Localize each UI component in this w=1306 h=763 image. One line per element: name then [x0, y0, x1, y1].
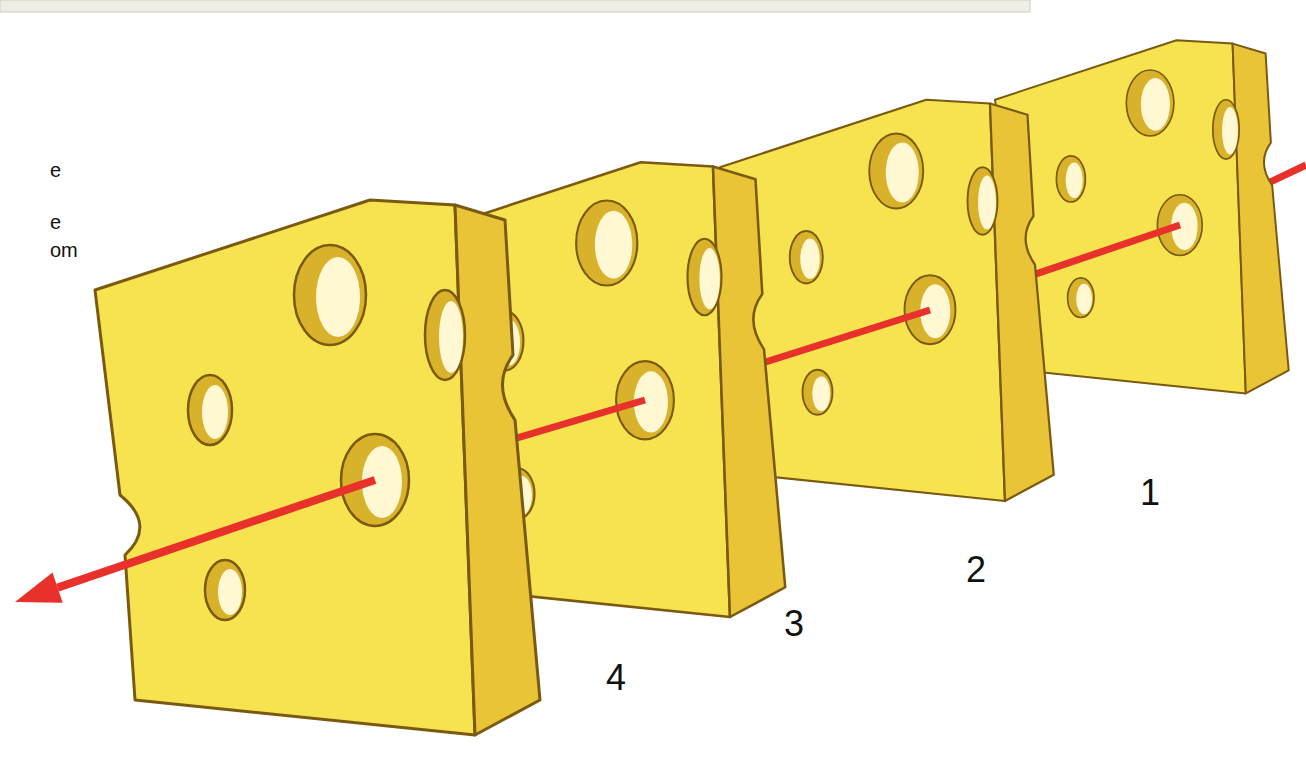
hazard-arrow	[58, 480, 375, 588]
callout-number: 1	[1140, 475, 1160, 511]
text-fragment: om	[50, 240, 78, 260]
callout-number: 3	[784, 606, 804, 642]
top-band	[0, 0, 1030, 12]
callout-number: 2	[966, 552, 986, 588]
callout-number: 4	[606, 660, 626, 696]
cheese-slice	[95, 200, 540, 735]
text-fragment: e	[50, 212, 61, 232]
arrow-head	[15, 573, 63, 603]
text-fragment: e	[50, 160, 61, 180]
